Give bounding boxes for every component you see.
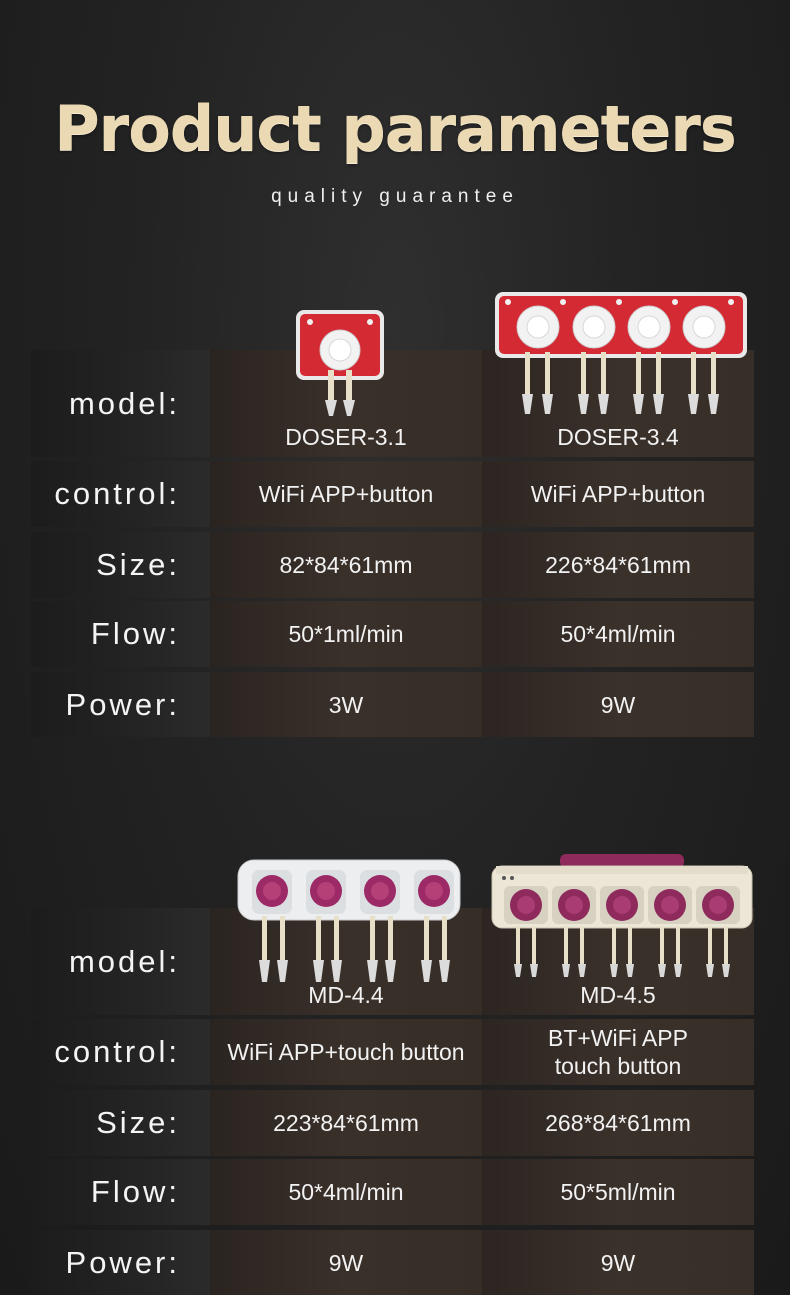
model-name: DOSER-3.1 <box>285 424 407 450</box>
doser-3-1-image <box>294 308 386 420</box>
power-value: 9W <box>600 691 636 718</box>
flow-value: 50*1ml/min <box>288 621 404 647</box>
size-row: Size: 223*84*61mm 268*84*61mm <box>31 1090 754 1156</box>
power-label: Power: <box>65 686 180 722</box>
size-value: 226*84*61mm <box>545 552 691 578</box>
control-value: WiFi APP+button <box>530 481 706 507</box>
doser-3-4-image <box>493 290 749 418</box>
md-4-4-image <box>236 858 462 986</box>
size-cell: 268*84*61mm <box>482 1090 754 1156</box>
model-label: model: <box>68 943 180 979</box>
flow-value: 50*5ml/min <box>560 1179 676 1205</box>
power-label-cell: Power: <box>31 672 210 737</box>
flow-label-cell: Flow: <box>31 601 210 667</box>
power-row: Power: 3W 9W <box>31 672 754 737</box>
model-label: model: <box>68 385 180 421</box>
control-label: control: <box>54 476 180 511</box>
control-label-cell: control: <box>31 1019 210 1085</box>
control-value: WiFi APP+touch button <box>227 1039 465 1065</box>
size-cell: 226*84*61mm <box>482 532 754 598</box>
size-value: 223*84*61mm <box>273 1110 419 1136</box>
control-cell: BT+WiFi APP touch button <box>482 1019 754 1085</box>
flow-value: 50*4ml/min <box>560 621 676 647</box>
power-label: Power: <box>65 1244 180 1280</box>
control-line-2: touch button <box>554 1053 682 1079</box>
page-title: Product parameters <box>54 92 737 165</box>
parameters-table-2: model: MD-4.4 MD-4.5 control: WiFi APP+t… <box>31 908 754 1295</box>
power-cell: 9W <box>482 672 754 737</box>
size-value: 82*84*61mm <box>279 552 413 578</box>
flow-cell: 50*4ml/min <box>210 1159 482 1225</box>
power-cell: 9W <box>482 1230 754 1295</box>
md-4-5-image <box>490 852 754 980</box>
flow-value: 50*4ml/min <box>288 1179 404 1205</box>
page-subtitle: quality guarantee <box>271 186 519 207</box>
size-cell: 82*84*61mm <box>210 532 482 598</box>
flow-label-cell: Flow: <box>31 1159 210 1225</box>
model-cell: DOSER-3.1 <box>210 350 482 457</box>
model-cell: MD-4.4 <box>210 908 482 1015</box>
size-label: Size: <box>96 547 180 582</box>
size-row: Size: 82*84*61mm 226*84*61mm <box>31 532 754 598</box>
flow-label: Flow: <box>90 616 180 651</box>
flow-label: Flow: <box>90 1174 180 1209</box>
power-value: 9W <box>328 1249 364 1276</box>
power-cell: 9W <box>210 1230 482 1295</box>
model-name: DOSER-3.4 <box>557 424 679 450</box>
size-label-cell: Size: <box>31 532 210 598</box>
size-cell: 223*84*61mm <box>210 1090 482 1156</box>
model-label-cell: model: <box>31 908 210 1015</box>
control-value: WiFi APP+button <box>258 481 434 507</box>
control-label-cell: control: <box>31 461 210 527</box>
size-label-cell: Size: <box>31 1090 210 1156</box>
control-label: control: <box>54 1034 180 1069</box>
size-value: 268*84*61mm <box>545 1110 691 1136</box>
power-value: 9W <box>600 1249 636 1276</box>
flow-row: Flow: 50*1ml/min 50*4ml/min <box>31 601 754 667</box>
flow-row: Flow: 50*4ml/min 50*5ml/min <box>31 1159 754 1225</box>
control-value: BT+WiFi APP touch button <box>482 1024 754 1080</box>
flow-cell: 50*4ml/min <box>482 601 754 667</box>
flow-cell: 50*1ml/min <box>210 601 482 667</box>
control-cell: WiFi APP+button <box>482 461 754 527</box>
control-line-1: BT+WiFi APP <box>548 1025 688 1051</box>
power-label-cell: Power: <box>31 1230 210 1295</box>
model-name: MD-4.4 <box>308 982 384 1008</box>
power-value: 3W <box>328 691 364 718</box>
size-label: Size: <box>96 1105 180 1140</box>
control-cell: WiFi APP+button <box>210 461 482 527</box>
control-row: control: WiFi APP+touch button BT+WiFi A… <box>31 1019 754 1085</box>
model-name: MD-4.5 <box>580 982 656 1008</box>
control-row: control: WiFi APP+button WiFi APP+button <box>31 461 754 527</box>
control-cell: WiFi APP+touch button <box>210 1019 482 1085</box>
flow-cell: 50*5ml/min <box>482 1159 754 1225</box>
power-cell: 3W <box>210 672 482 737</box>
power-row: Power: 9W 9W <box>31 1230 754 1295</box>
model-label-cell: model: <box>31 350 210 457</box>
